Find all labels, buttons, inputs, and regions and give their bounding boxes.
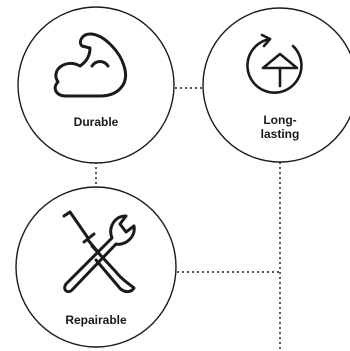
long-lasting-label: Long- lasting: [260, 113, 300, 141]
durable-circle: [17, 6, 175, 164]
repairable-label: Repairable: [65, 313, 127, 327]
feature-circles: [15, 6, 350, 348]
durable-label: Durable: [73, 115, 119, 129]
wrench-screwdriver-icon: [62, 210, 136, 294]
connectors: [95, 87, 281, 351]
long-lasting-circle: [202, 7, 350, 163]
flexed-bicep-icon: [53, 32, 127, 98]
umbrella-cycle-icon: [246, 33, 303, 94]
